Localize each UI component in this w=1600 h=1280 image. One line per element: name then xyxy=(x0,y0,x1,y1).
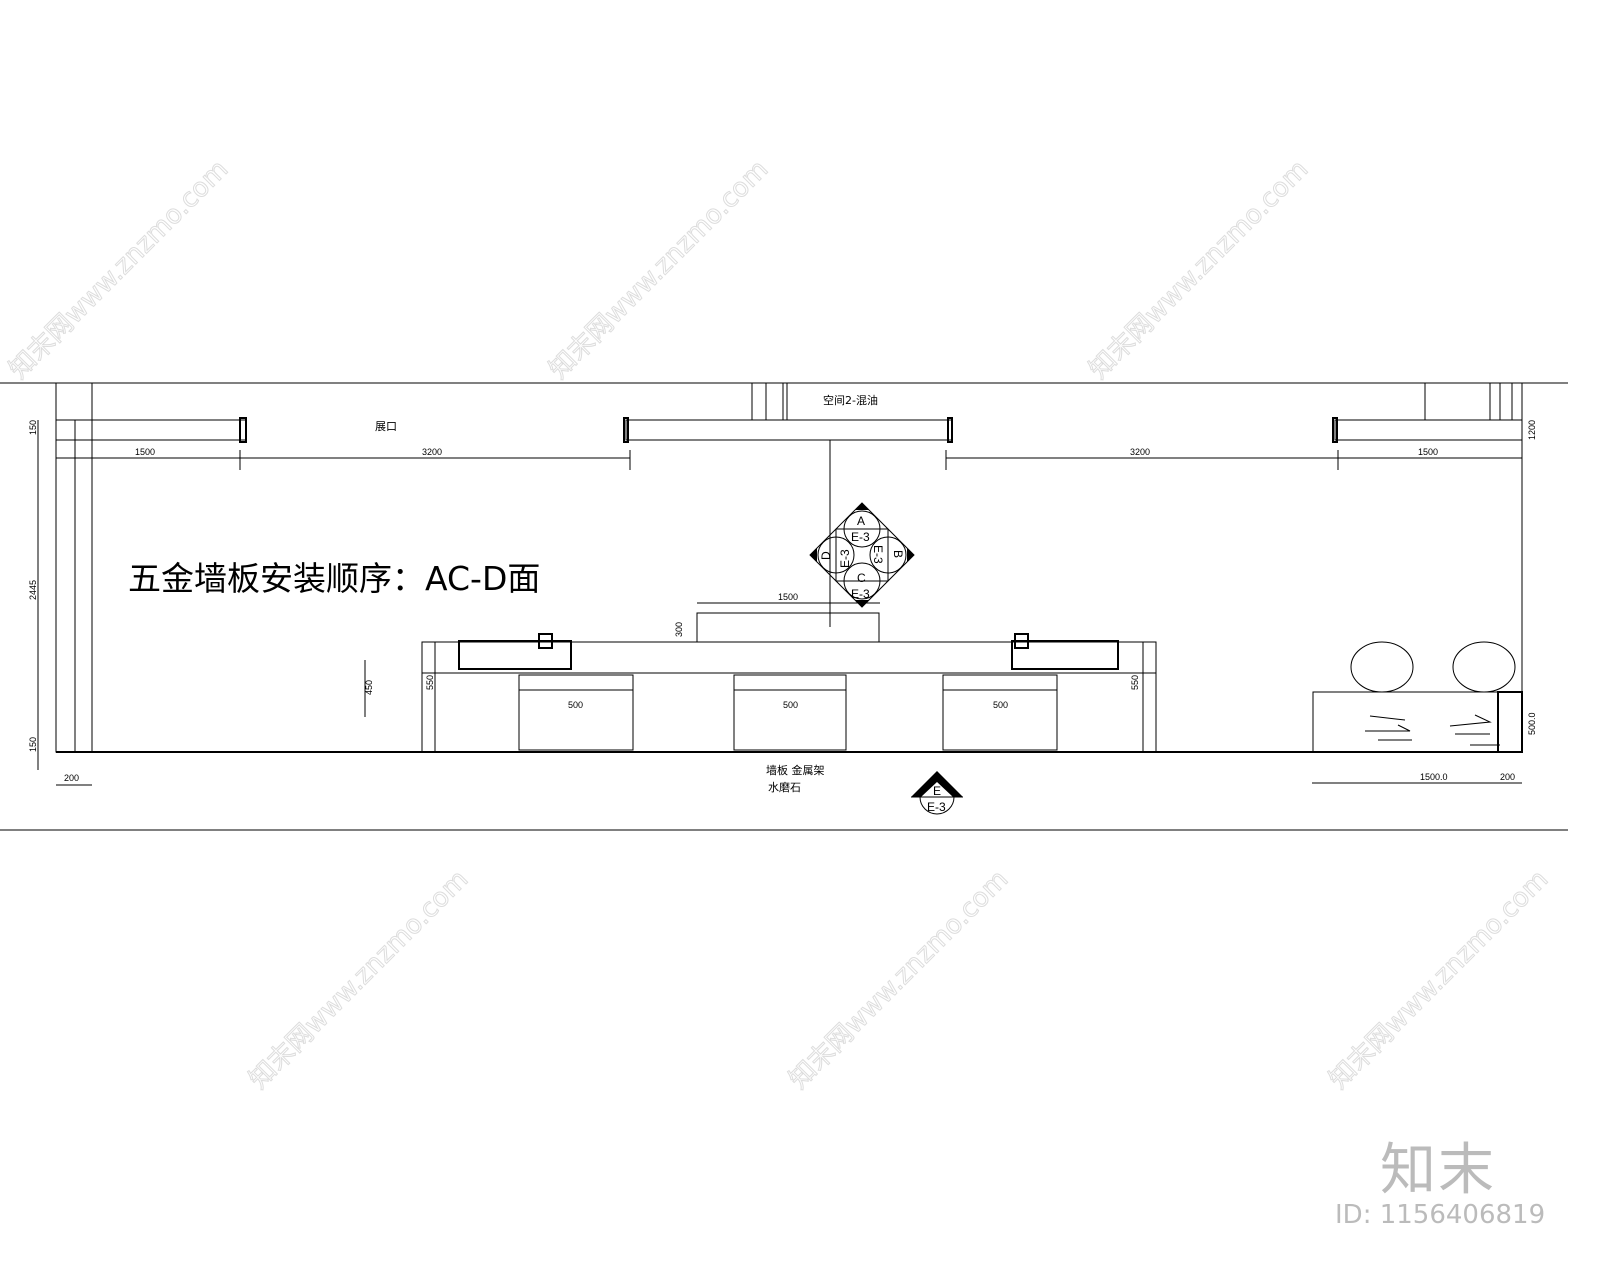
left-wall xyxy=(55,382,247,753)
dim-left-1: 150 xyxy=(28,420,38,435)
watermark-text: 知末网www.znzmo.com xyxy=(1324,864,1555,1095)
watermark-text: 知末网www.znzmo.com xyxy=(4,154,235,385)
dim-top-3: 3200 xyxy=(1130,447,1150,457)
dim-top-1: 1500 xyxy=(135,447,155,457)
watermark-id: ID: 1156406819 xyxy=(1335,1200,1546,1230)
counter xyxy=(421,633,1157,753)
top-dimension-line xyxy=(56,450,1522,470)
dim-top-2: 3200 xyxy=(422,447,442,457)
section-mark-sheet: E-3 xyxy=(927,800,946,814)
watermark-text: 知末网www.znzmo.com xyxy=(1084,154,1315,385)
index-sheet-d: E-3 xyxy=(838,549,852,568)
dim-podium-height: 300 xyxy=(674,622,684,637)
dim-counter-mark: 450 xyxy=(364,680,374,695)
dim-right-bottom-1: 1500.0 xyxy=(1420,772,1448,782)
podium xyxy=(696,612,880,643)
label-top-center: 空间2-混油 xyxy=(823,393,878,407)
label-floor-material-1: 墙板 金属架 xyxy=(766,763,825,777)
index-label-c: C xyxy=(857,571,866,585)
dim-podium-width: 1500 xyxy=(778,592,798,602)
index-label-a: A xyxy=(857,514,865,528)
index-sheet-a: E-3 xyxy=(851,530,870,544)
watermark-text: 知末网www.znzmo.com xyxy=(784,864,1015,1095)
dim-left-bottom: 200 xyxy=(64,773,79,783)
index-sheet-b: E-3 xyxy=(871,545,885,564)
watermark-logo: 知末 xyxy=(1380,1138,1496,1203)
watermark-text: 知末网www.znzmo.com xyxy=(544,154,775,385)
right-wall xyxy=(1332,382,1523,752)
dim-right-top: 1200 xyxy=(1527,420,1537,440)
dim-drawer-1: 500 xyxy=(568,700,583,710)
center-header xyxy=(623,382,953,627)
dim-drawer-2: 500 xyxy=(783,700,798,710)
label-top-left: 展口 xyxy=(375,420,397,433)
watermark-text: 知末网www.znzmo.com xyxy=(244,864,475,1095)
section-mark xyxy=(911,771,963,815)
drawing-title: 五金墙板安装顺序：AC-D面 xyxy=(128,559,540,598)
index-label-b: B xyxy=(891,550,905,558)
dim-top-4: 1500 xyxy=(1418,447,1438,457)
dim-left-2: 2445 xyxy=(28,580,38,600)
dim-drawer-3: 500 xyxy=(993,700,1008,710)
dim-left-3: 150 xyxy=(28,737,38,752)
index-label-d: D xyxy=(819,551,833,560)
label-floor-material-2: 水磨石 xyxy=(768,781,801,794)
index-sheet-c: E-3 xyxy=(851,587,870,601)
section-mark-letter: E xyxy=(933,784,941,798)
dim-counter-left: 550 xyxy=(425,675,435,690)
dim-right-cabinet: 500.0 xyxy=(1527,712,1537,735)
right-cabinet xyxy=(1312,641,1523,753)
watermarks: 知末网www.znzmo.com 知末网www.znzmo.com 知末网www… xyxy=(3,154,1555,1096)
dim-counter-right: 550 xyxy=(1130,675,1140,690)
dim-right-bottom-2: 200 xyxy=(1500,772,1515,782)
